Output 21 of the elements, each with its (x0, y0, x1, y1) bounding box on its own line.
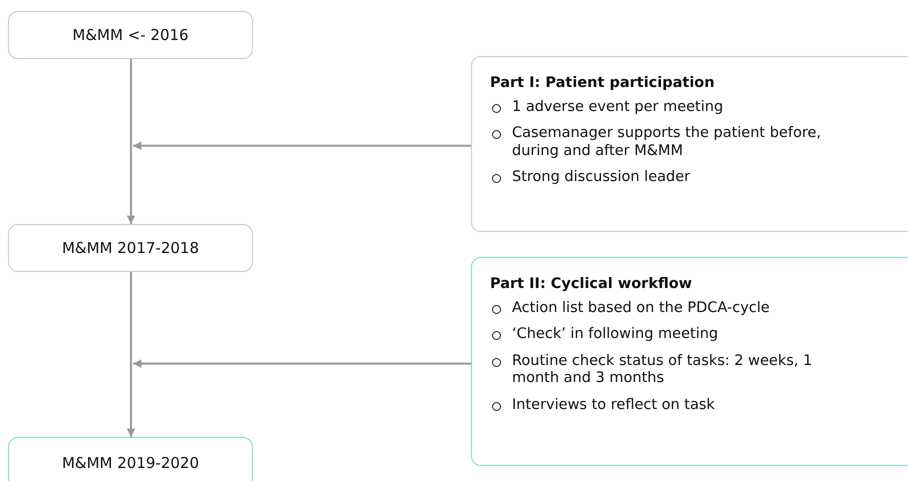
process-box (8, 11, 253, 59)
bullet-text: Action list based on the PDCA-cycle (512, 300, 771, 318)
box-heading: Part II: Cyclical workflow (490, 276, 694, 292)
arrow (133, 359, 471, 368)
info-box (471, 257, 908, 466)
bullet-text: Casemanager supports the patient before, during and after M&MM (512, 125, 822, 160)
bullet-text: ‘Check’ in following meeting (512, 326, 720, 344)
arrow (126, 59, 136, 224)
process-box (8, 224, 253, 272)
arrow (133, 142, 471, 150)
box-heading: Part I: Patient participation (490, 75, 716, 91)
node-label: M&MM 2017-2018 (62, 239, 200, 257)
bullet-text: Interviews to reflect on task (512, 396, 716, 414)
process-box (8, 437, 253, 481)
bullet-text: Strong discussion leader (512, 169, 692, 187)
info-box (471, 56, 908, 232)
node-label: M&MM <- 2016 (72, 26, 189, 44)
node-label: M&MM 2019-2020 (62, 454, 200, 472)
arrow (126, 272, 136, 437)
bullet-text: Routine check status of tasks: 2 weeks, 1 month and 3 months (512, 352, 814, 388)
bullet-text: 1 adverse event per meeting (512, 99, 724, 116)
